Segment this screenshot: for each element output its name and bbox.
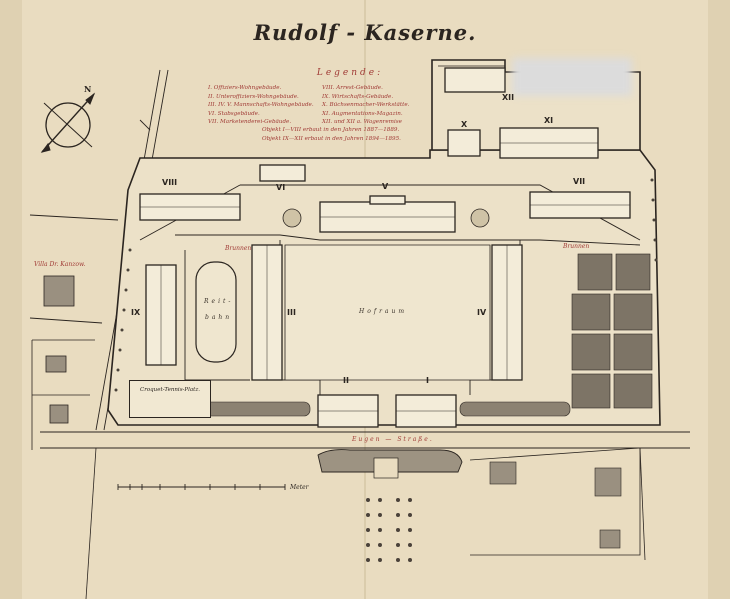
redacted-area bbox=[512, 58, 632, 96]
eugen-strasse bbox=[40, 431, 690, 449]
legend-item: XI. Augmentations-Magazin. bbox=[322, 110, 403, 117]
building-number-X: X bbox=[461, 120, 468, 129]
legend-item: VII. Marketenderei-Gebäude. bbox=[208, 119, 292, 126]
lower-roads bbox=[85, 447, 646, 599]
front-hedges bbox=[199, 401, 571, 417]
building-number-V: V bbox=[382, 182, 389, 191]
reitbahn-label-top: Reit- bbox=[204, 298, 234, 305]
street-label: Eugen — Straße. bbox=[352, 436, 434, 443]
legend-right-column: VIII. Arrest-Gebäude. IX. Wirtschafts-Ge… bbox=[322, 84, 409, 127]
building-number-I: I bbox=[426, 376, 429, 385]
building-number-III: III bbox=[287, 308, 296, 317]
scale-unit-label: Meter bbox=[290, 484, 309, 491]
villa-label: Villa Dr. Kanzow. bbox=[34, 261, 86, 268]
building-number-IV: IV bbox=[477, 308, 487, 317]
scale-bar bbox=[117, 484, 286, 490]
compass-north-label: N bbox=[84, 84, 92, 94]
fountain-left bbox=[282, 208, 302, 228]
tennis-court: Croquet-Tennis-Platz. bbox=[129, 380, 211, 418]
paper-binding-right bbox=[708, 0, 730, 599]
hofraum-ground bbox=[284, 244, 491, 381]
reitbahn-track bbox=[195, 261, 237, 363]
legend-item: I. Offiziers-Wohngebäude. bbox=[208, 85, 282, 91]
building-number-VIII: VIII bbox=[162, 178, 178, 187]
legend-item: X. Büchsenmacher-Werkstätte. bbox=[322, 102, 410, 109]
legend-item: VIII. Arrest-Gebäude. bbox=[322, 85, 383, 91]
garden-beds bbox=[571, 253, 653, 409]
brunnen-left-label: Brunnen bbox=[225, 245, 252, 252]
tree-rows bbox=[114, 178, 658, 392]
compass-rose bbox=[40, 92, 96, 153]
building-details bbox=[140, 142, 630, 412]
paper-binding-left bbox=[0, 0, 22, 599]
front-steps bbox=[373, 457, 399, 479]
building-number-VII: VII bbox=[573, 177, 586, 186]
villa-plot bbox=[31, 275, 95, 450]
building-number-VI: VI bbox=[276, 183, 286, 192]
map-title: Rudolf - Kaserne. bbox=[253, 20, 477, 45]
building-number-XI: XI bbox=[544, 116, 554, 125]
building-VI bbox=[259, 164, 306, 182]
legend-note-1: Objekt I—VIII erbaut in den Jahren 1887—… bbox=[262, 127, 400, 133]
tree-avenue bbox=[366, 498, 412, 562]
lower-right-buildings bbox=[489, 461, 622, 549]
building-number-II: II bbox=[343, 376, 349, 385]
legend-note-2: Objekt IX—XII erbaut in den Jahren 1894—… bbox=[262, 136, 401, 142]
building-number-IX: IX bbox=[131, 308, 141, 317]
legend-item: IX. Wirtschafts-Gebäude. bbox=[322, 93, 394, 100]
building-X bbox=[447, 129, 481, 157]
building-XII bbox=[444, 67, 506, 93]
legend-item: III. IV. V. Mannschafts-Wohngebäude. bbox=[208, 102, 314, 109]
legend-item: XII. und XII a. Wagenremise bbox=[322, 119, 402, 126]
hofraum-label: Hofraum bbox=[359, 308, 408, 315]
legend-item: II. Unteroffiziers-Wohngebäude. bbox=[208, 93, 299, 100]
legend-heading: Legende: bbox=[316, 68, 384, 78]
brunnen-right-label: Brunnen bbox=[563, 243, 590, 250]
legend-item: VI. Stabsgebäude. bbox=[208, 110, 260, 117]
reitbahn-label-bottom: bahn bbox=[205, 314, 233, 321]
building-number-XII: XII bbox=[502, 93, 515, 102]
tennis-label: Croquet-Tennis-Platz. bbox=[140, 387, 200, 393]
legend-left-column: I. Offiziers-Wohngebäude. II. Unteroffiz… bbox=[208, 84, 314, 127]
fountain-right bbox=[470, 208, 490, 228]
